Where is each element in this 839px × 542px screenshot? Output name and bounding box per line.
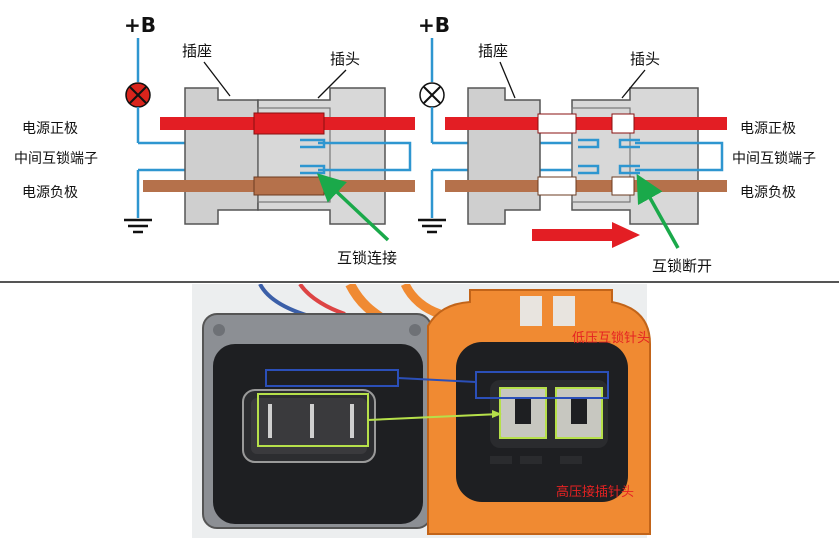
hv-pin-highlight-right xyxy=(555,387,603,439)
right-power-negative-bar xyxy=(445,180,727,192)
right-socket-body xyxy=(467,87,541,225)
left-interlock-terminal-label: 中间互锁端子 xyxy=(14,151,98,167)
hv-pin-label: 高压接插针头 xyxy=(556,484,634,500)
left-supply-label: +B xyxy=(124,13,156,37)
right-interlock-terminal-label: 中间互锁端子 xyxy=(732,151,816,167)
lv-interlock-plug-highlight xyxy=(475,371,609,399)
right-interlock-state-label: 互锁断开 xyxy=(652,257,712,275)
left-power-positive-label: 电源正极 xyxy=(22,121,78,137)
lv-interlock-pin-label: 低压互锁针头 xyxy=(572,330,650,346)
ground-icon xyxy=(418,218,446,234)
right-power-positive-label: 电源正极 xyxy=(740,121,796,137)
left-diagram-connected: +B 插座 xyxy=(14,13,415,267)
ground-icon xyxy=(124,218,152,234)
right-power-positive-bar xyxy=(445,117,727,130)
right-pointer-arrow xyxy=(636,173,680,249)
left-socket-label: 插座 xyxy=(182,42,212,60)
connector-photo-svg: 低压互锁针头 高压接插针头 xyxy=(192,281,651,538)
left-interlock-state-label: 互锁连接 xyxy=(337,249,397,267)
left-power-negative-label: 电源负极 xyxy=(22,185,78,201)
connector-photo-panel: 低压互锁针头 高压接插针头 xyxy=(0,281,839,538)
right-socket-label: 插座 xyxy=(478,42,508,60)
hv-pin-highlight-left xyxy=(499,387,547,439)
right-supply-label: +B xyxy=(418,13,450,37)
interlock-schematic-svg: +B 插座 xyxy=(14,13,816,275)
panel-divider xyxy=(0,281,839,283)
interlock-schematic-panel: +B 插座 xyxy=(14,13,816,275)
right-power-negative-label: 电源负极 xyxy=(740,185,796,201)
right-plug-label: 插头 xyxy=(630,50,660,68)
black-socket-photo xyxy=(202,313,432,529)
right-arrow-icon xyxy=(532,222,640,248)
left-pointer-arrow xyxy=(316,173,390,242)
left-socket-body xyxy=(184,87,259,225)
indicator-lamp-lit-icon xyxy=(125,82,151,108)
indicator-lamp-off-icon xyxy=(419,82,445,108)
left-plug-label: 插头 xyxy=(330,50,360,68)
right-diagram-disconnected: +B 插 xyxy=(418,13,816,275)
